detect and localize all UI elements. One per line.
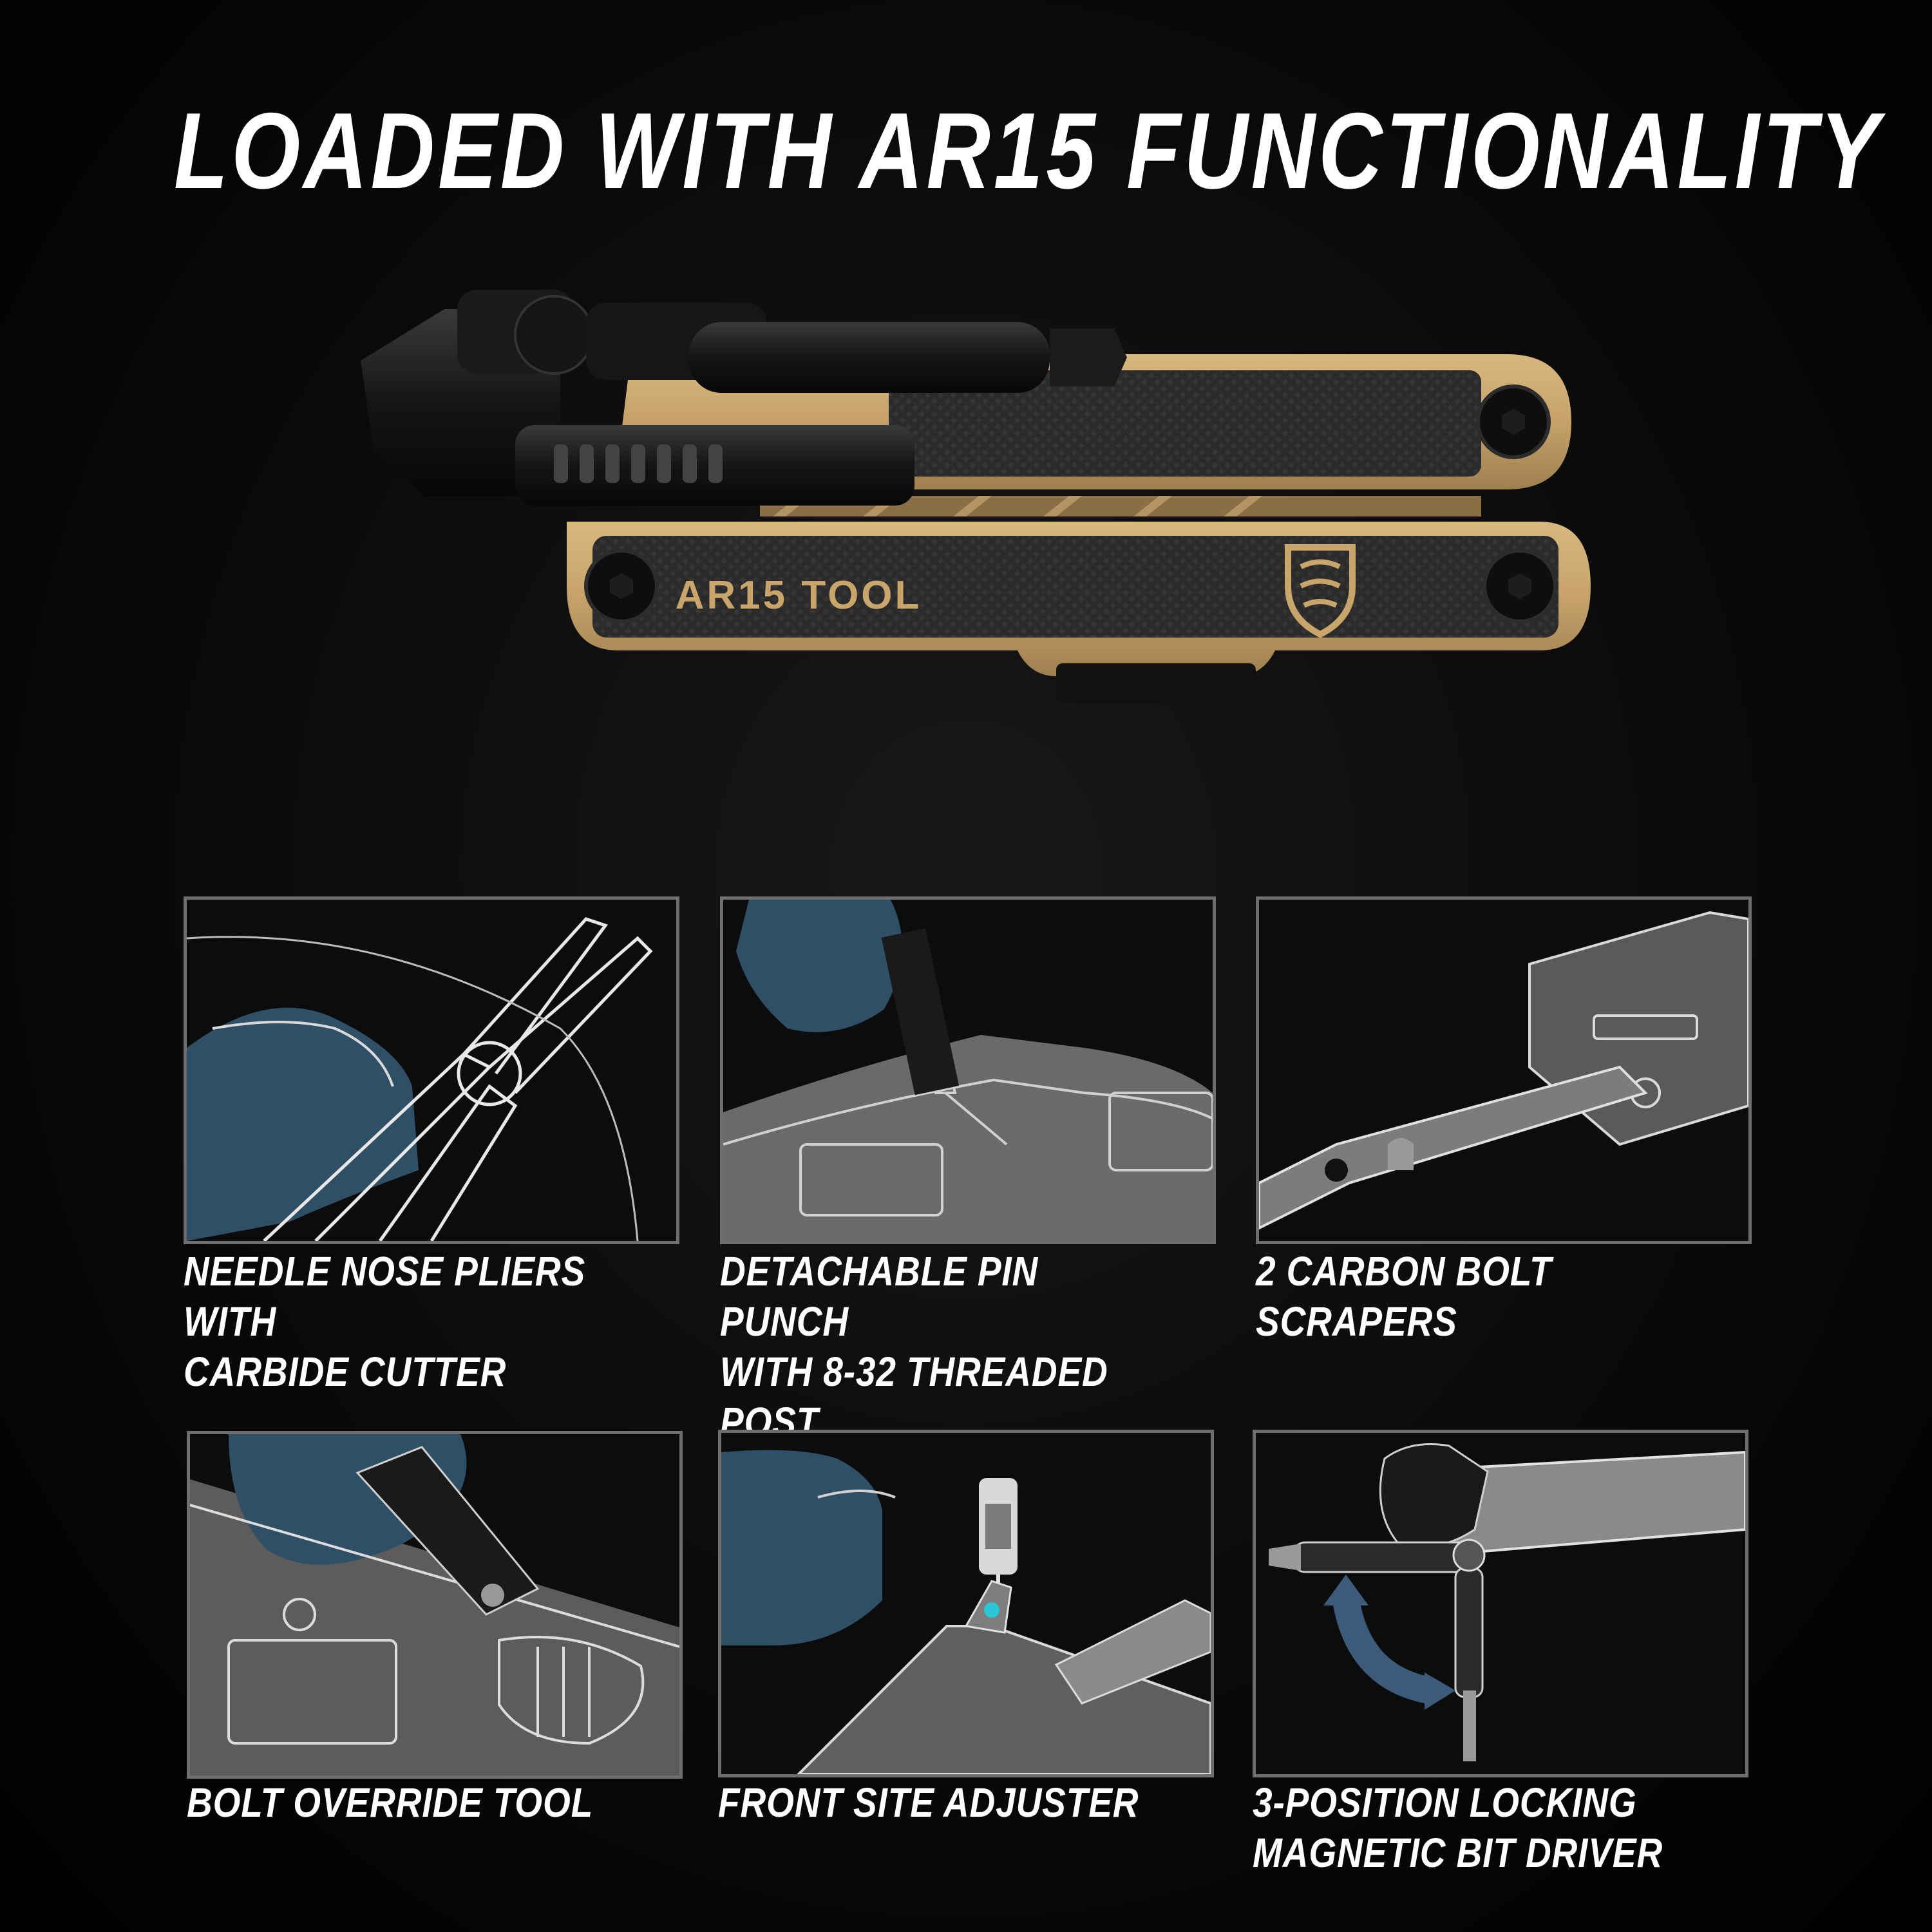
- feature-caption-pliers: NEEDLE NOSE PLIERS WITH CARBIDE CUTTER: [184, 1248, 586, 1395]
- bit-driver-icon: [1269, 1443, 1745, 1761]
- bolt-scraper-icon: [1259, 911, 1748, 1230]
- pliers-icon: [187, 917, 653, 1241]
- feature-caption-bolt-override: BOLT OVERRIDE TOOL: [187, 1779, 594, 1826]
- feature-panel-bolt-override: [187, 1431, 683, 1779]
- feature-panel-pin-punch: [720, 896, 1216, 1244]
- page-title: LOADED WITH AR15 FUNCTIONALITY: [174, 90, 1882, 211]
- feature-caption-front-sight: FRONT SITE ADJUSTER: [718, 1779, 1139, 1826]
- multitool-product-image: AR15 TOOL: [348, 283, 1597, 786]
- feature-caption-bit-driver: 3-POSITION LOCKING MAGNETIC BIT DRIVER: [1253, 1779, 1663, 1876]
- feature-panel-pliers: [184, 896, 679, 1244]
- feature-panel-bit-driver: [1253, 1430, 1748, 1777]
- feature-caption-bolt-scrapers: 2 CARBON BOLT SCRAPERS: [1256, 1248, 1552, 1345]
- front-sight-icon: [721, 1450, 1211, 1774]
- feature-panel-front-sight: [718, 1430, 1214, 1777]
- pin-punch-icon: [723, 900, 1213, 1241]
- handle-label: AR15 TOOL: [676, 573, 922, 618]
- feature-panel-bolt-scrapers: [1256, 896, 1752, 1244]
- bolt-override-icon: [190, 1434, 679, 1776]
